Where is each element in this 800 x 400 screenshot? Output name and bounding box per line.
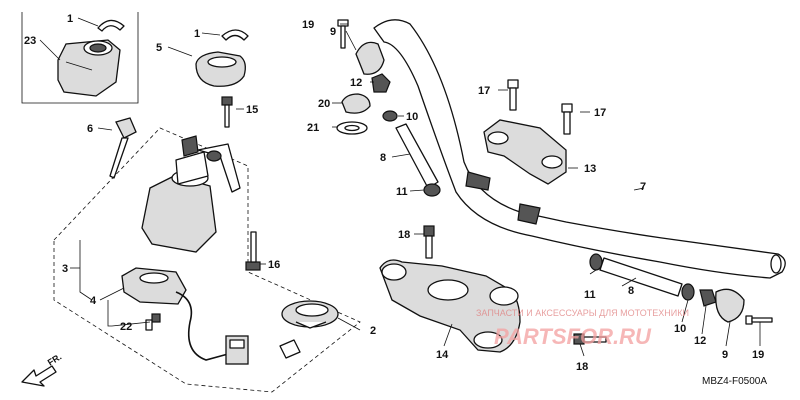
bolt-17-left: [507, 79, 519, 111]
callout-14: 14: [436, 349, 449, 361]
bar-end-weight-9-right: [715, 288, 745, 323]
bolt-18-left: [423, 225, 435, 259]
callout-8-top: 8: [380, 152, 386, 164]
screw-19-top: [337, 19, 349, 49]
callout-19-top: 19: [302, 19, 314, 31]
connector-clip: [279, 339, 301, 359]
nut-12-right: [699, 289, 717, 307]
callout-23: 23: [24, 35, 36, 47]
callout-10-right: 10: [674, 323, 686, 335]
rod-8-right: [599, 257, 683, 297]
callout-11-right: 11: [584, 289, 596, 301]
rubber-boot-5: [195, 51, 246, 87]
callout-12-right: 12: [694, 335, 706, 347]
callout-20: 20: [318, 98, 330, 110]
wire-harness: [175, 291, 249, 365]
ring-11-top: [423, 183, 441, 197]
callout-9-top: 9: [330, 26, 336, 38]
screw-16: [245, 231, 261, 271]
leader-lines: [39, 17, 761, 357]
callout-18-left: 18: [398, 229, 410, 241]
ring-10-right: [681, 283, 695, 301]
watermark-logo: PARTSFOR.RU: [494, 324, 652, 349]
callout-17-left: 17: [478, 85, 490, 97]
bolt-18-right: [573, 333, 607, 345]
callout-6: 6: [87, 123, 93, 135]
callout-4: 4: [90, 295, 97, 307]
switch-base-4: [121, 267, 187, 305]
diagram-code: MBZ4-F0500A: [702, 376, 767, 387]
screw-22: [145, 313, 161, 331]
callout-19-right: 19: [752, 349, 764, 361]
callout-2: 2: [370, 325, 376, 337]
callout-1: 1: [194, 28, 200, 40]
top-bridge-14: [379, 259, 521, 353]
callout-9-right: 9: [722, 349, 728, 361]
callout-1-inset: 1: [67, 13, 73, 25]
callout-21: 21: [307, 122, 319, 134]
callout-17-right: 17: [594, 107, 606, 119]
rubber-20: [341, 93, 371, 114]
screw-19-right: [745, 315, 773, 325]
callout-18-right: 18: [576, 361, 588, 373]
handlebar-7: [373, 19, 786, 279]
bolt-17-right: [561, 103, 573, 135]
screw-15: [221, 96, 233, 128]
rod-8-top: [395, 123, 439, 189]
holder-13: [483, 119, 567, 185]
watermark: ЗАПЧАСТИ И АКСЕССУАРЫ ДЛЯ МОТОТЕХНИКИ PA…: [476, 308, 689, 349]
ignition-cap-2: [281, 300, 339, 329]
callout-16: 16: [268, 259, 280, 271]
callout-11-top: 11: [396, 186, 408, 198]
watermark-caption: ЗАПЧАСТИ И АКСЕССУАРЫ ДЛЯ МОТОТЕХНИКИ: [476, 308, 689, 318]
front-label: FR.: [46, 352, 64, 368]
snap-ring-1: [221, 29, 249, 41]
callout-8-right: 8: [628, 285, 634, 297]
snap-ring-1-inset: [97, 19, 125, 32]
ignition-switch-body: [141, 135, 241, 253]
callout-7: 7: [640, 181, 646, 193]
ignition-frame: [53, 127, 361, 393]
key-6: [109, 117, 137, 179]
callout-10-top: 10: [406, 111, 418, 123]
callout-5: 5: [156, 42, 162, 54]
callout-22: 22: [120, 321, 132, 333]
ring-10-top: [382, 110, 398, 122]
callout-15: 15: [246, 104, 258, 116]
callout-12-top: 12: [350, 77, 362, 89]
inset-box: [21, 12, 139, 104]
bar-end-weight-9-top: [355, 41, 385, 75]
callout-13: 13: [584, 163, 596, 175]
ignition-cover-23: [57, 39, 121, 97]
nut-12-top: [371, 73, 391, 93]
washer-21: [336, 121, 368, 135]
callouts: 1 23 1 5 15 6 3 4 22 2 16 19 9 12 20 21 …: [24, 13, 764, 373]
callout-3: 3: [62, 263, 68, 275]
front-arrow: FR.: [21, 352, 64, 387]
